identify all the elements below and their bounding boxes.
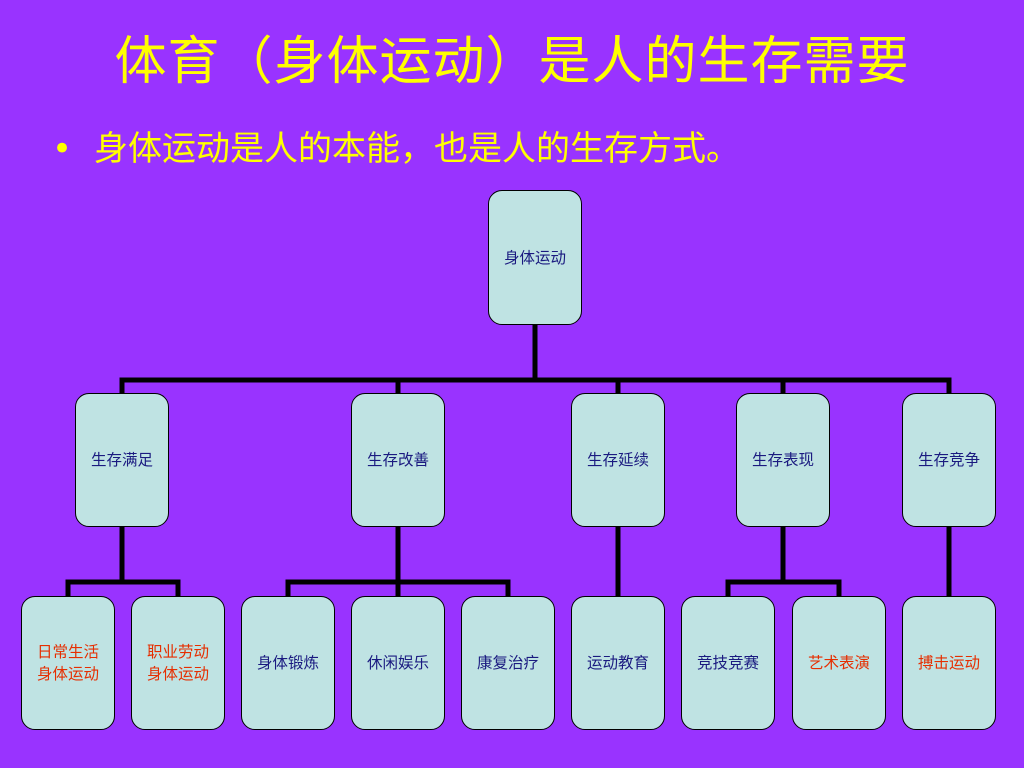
node-level2: 休闲娱乐 xyxy=(351,596,445,730)
node-level2: 艺术表演 xyxy=(792,596,886,730)
node-level2: 康复治疗 xyxy=(461,596,555,730)
node-level2: 运动教育 xyxy=(571,596,665,730)
node-root: 身体运动 xyxy=(488,190,582,325)
node-level2: 身体锻炼 xyxy=(241,596,335,730)
node-level2: 搏击运动 xyxy=(902,596,996,730)
node-level2: 竞技竞赛 xyxy=(681,596,775,730)
node-level1: 生存满足 xyxy=(75,393,169,527)
node-level1: 生存改善 xyxy=(351,393,445,527)
slide-title: 体育（身体运动）是人的生存需要 xyxy=(114,32,910,92)
bullet-item: • 身体运动是人的本能，也是人的生存方式。 xyxy=(52,126,992,172)
node-level1: 生存竞争 xyxy=(902,393,996,527)
bullet-symbol: • xyxy=(52,129,73,169)
node-level1: 生存表现 xyxy=(736,393,830,527)
node-level1: 生存延续 xyxy=(571,393,665,527)
node-level2: 日常生活 身体运动 xyxy=(21,596,115,730)
node-level2: 职业劳动 身体运动 xyxy=(131,596,225,730)
bullet-text: 身体运动是人的本能，也是人的生存方式。 xyxy=(94,129,740,169)
